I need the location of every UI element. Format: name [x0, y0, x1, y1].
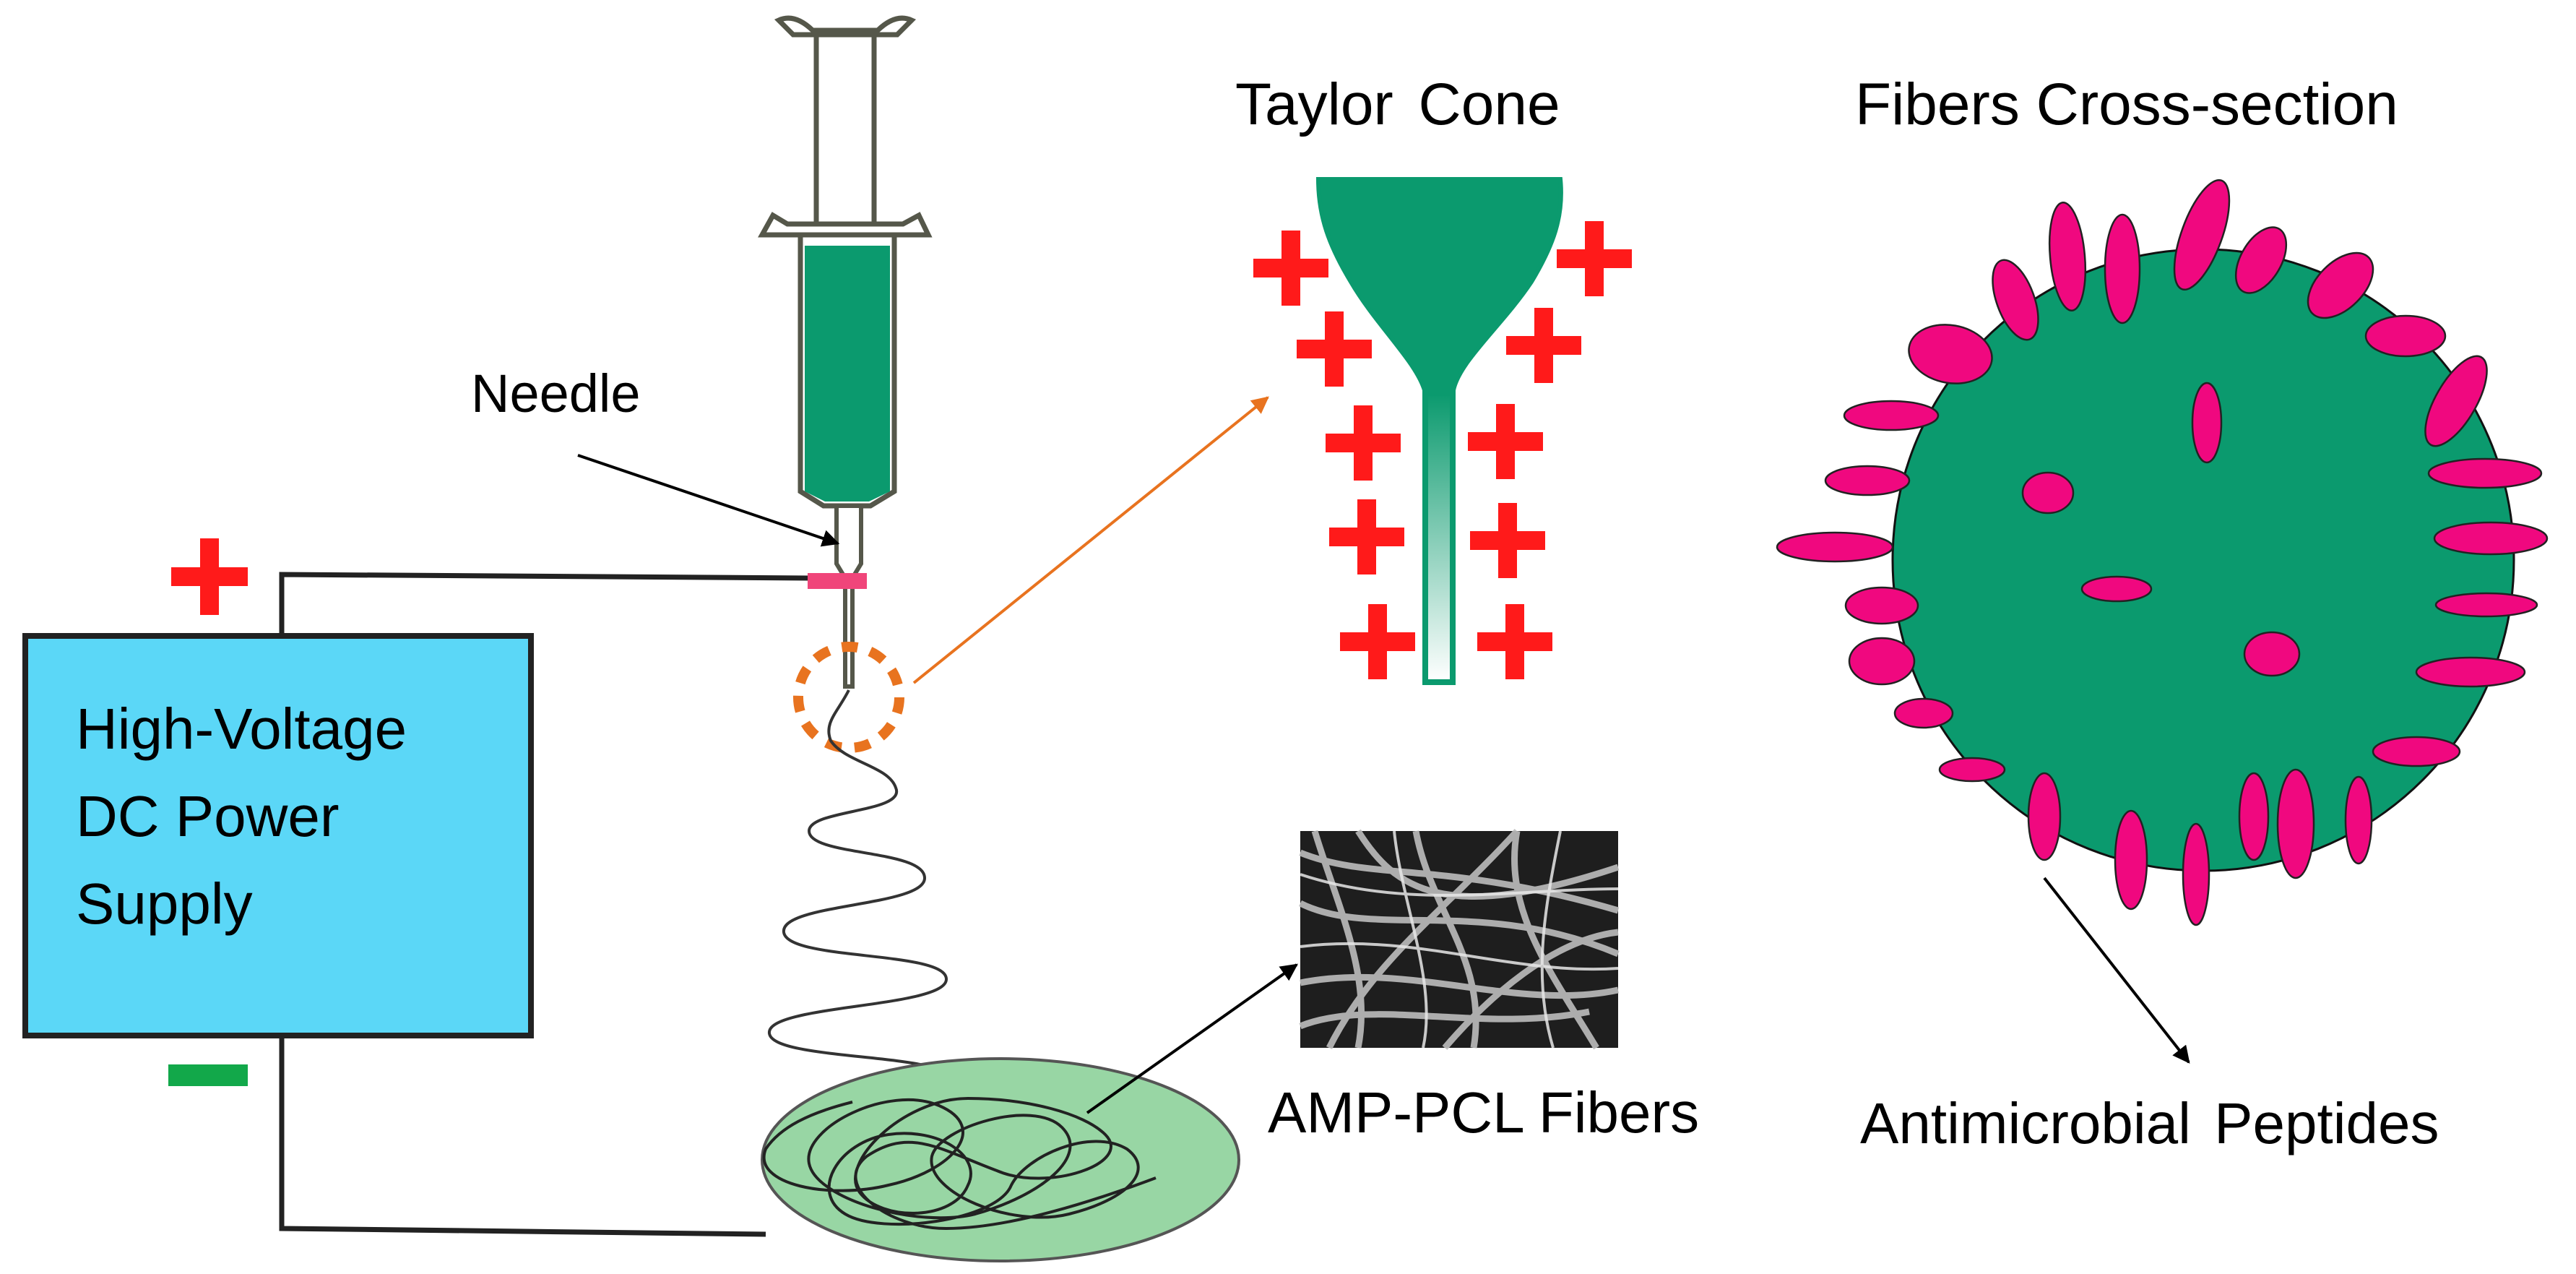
- taylor-cone-highlight-circle: [793, 642, 904, 753]
- taylor-cone: [1315, 177, 1563, 685]
- power-supply-label-line3: Supply: [76, 871, 253, 936]
- needle-label: Needle: [471, 363, 641, 423]
- power-supply-box: [22, 633, 534, 1038]
- plus-sign: [1253, 231, 1328, 306]
- plus-sign: [1329, 499, 1404, 574]
- taylor-cone-pointer-arrow: [912, 396, 1269, 684]
- plus-sign: [1557, 221, 1632, 296]
- negative-wire: [279, 1036, 766, 1237]
- needle-collar: [808, 573, 867, 589]
- peptide-pointer-arrow: [2043, 877, 2190, 1064]
- collected-fibers: [762, 1096, 1157, 1231]
- plus-sign: [1477, 604, 1552, 679]
- collector-plate: [761, 1057, 1240, 1262]
- amp-pcl-fibers-label: AMP-PCL Fibers: [1268, 1080, 1700, 1145]
- power-supply: [22, 633, 534, 1038]
- charge-signs: [1253, 221, 1632, 679]
- positive-terminal-sign: [171, 538, 248, 615]
- power-supply-label-line2: DC Power: [76, 784, 340, 848]
- polymer-solution: [805, 246, 890, 502]
- power-supply-label: High-Voltage DC Power Supply: [76, 685, 407, 947]
- wires: [279, 572, 810, 1237]
- taylor-cone-stem: [1424, 392, 1454, 684]
- plus-sign: [1506, 308, 1581, 383]
- sem-fiber-image: [1298, 828, 1620, 1050]
- plus-sign: [1297, 311, 1372, 387]
- needle-pointer-arrow: [577, 454, 840, 547]
- plus-sign: [1326, 405, 1401, 481]
- taylor-cone-title: Taylor Cone: [1235, 72, 1560, 137]
- needle: [834, 504, 863, 689]
- peptides: [1776, 178, 2549, 926]
- power-supply-label-line1: High-Voltage: [76, 697, 407, 761]
- fibers-cross-section-title: Fibers Cross-section: [1855, 72, 2398, 137]
- antimicrobial-peptides-label: Antimicrobial Peptides: [1860, 1091, 2439, 1155]
- fiber-jet: [767, 689, 959, 1103]
- plus-sign: [1340, 604, 1415, 679]
- plus-sign: [1470, 503, 1545, 578]
- fiber-cross-section: [1776, 178, 2549, 926]
- positive-wire: [279, 572, 810, 636]
- plus-sign: [1468, 404, 1543, 479]
- fiber-image-pointer-arrow: [1086, 963, 1298, 1114]
- negative-terminal-sign: [168, 1064, 248, 1086]
